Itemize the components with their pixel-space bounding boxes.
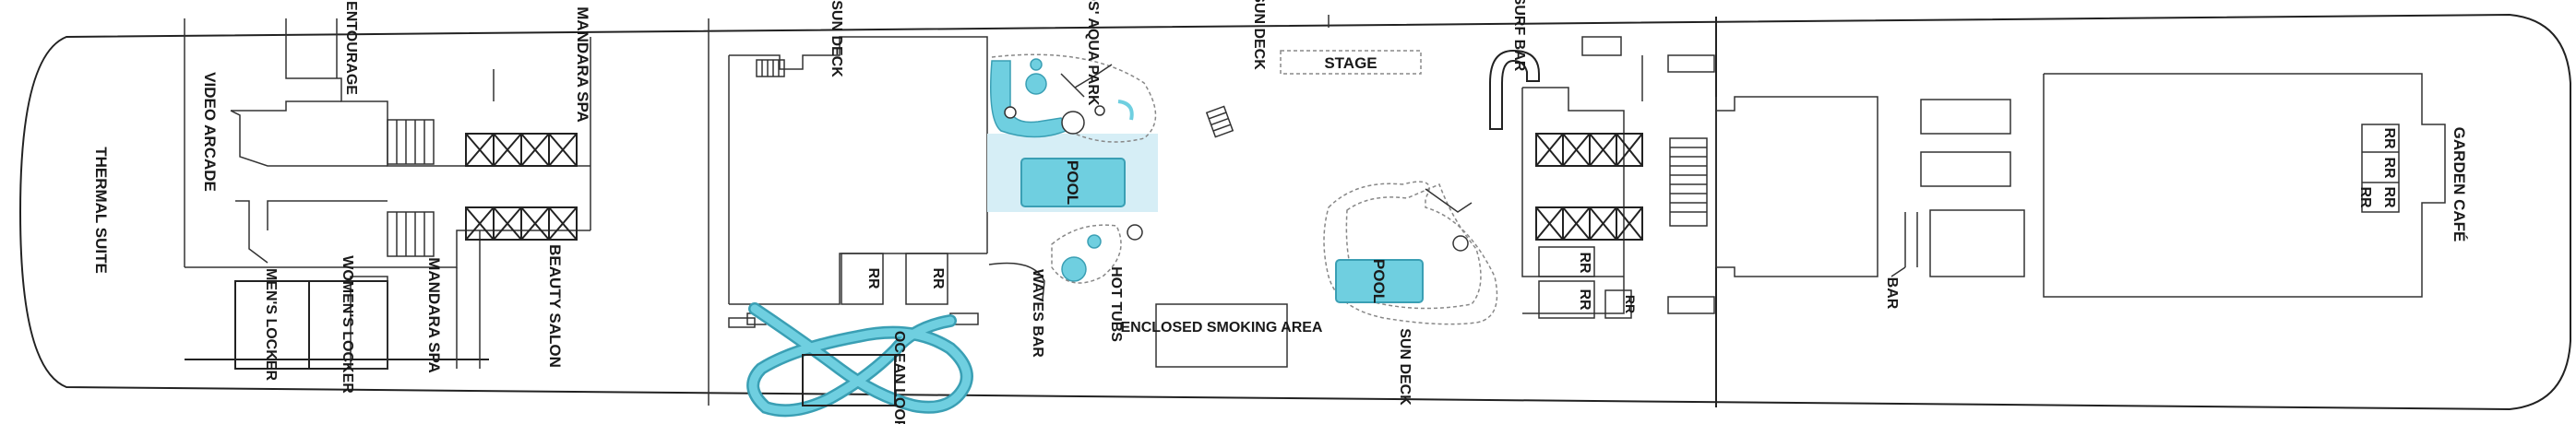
label-rr-5: RR (1623, 295, 1638, 313)
label-kids-aqua-park: KIDS' AQUA PARK (1085, 0, 1101, 106)
label-rr-6: RR (2381, 127, 2397, 149)
label-garden-cafe: GARDEN CAFÉ (2451, 127, 2468, 242)
aqua-park-boundary (991, 53, 1157, 143)
label-video-arcade: VIDEO ARCADE (201, 72, 219, 192)
locker-rooms (234, 280, 388, 370)
label-sun-deck-mid: SUN DECK (1251, 0, 1267, 70)
kids-aqua-park-slide (990, 60, 1072, 138)
label-rr-4: RR (1577, 289, 1592, 311)
elevators-spa-lower (465, 206, 578, 241)
label-ocean-loops: OCEAN LOOPS (891, 331, 907, 424)
stairs-spa-lower (387, 211, 435, 257)
label-mandara-spa-top: MANDARA SPA (574, 6, 591, 123)
label-thermal-suite: THERMAL SUITE (92, 147, 110, 274)
ocean-loops-slide (746, 302, 973, 418)
enclosed-smoking-area-box (1155, 303, 1288, 368)
elevators-surf-upper (1535, 133, 1643, 167)
label-surf-bar: SURF BAR (1511, 0, 1527, 72)
label-rr-9: RR (2357, 186, 2373, 208)
stairs-spa-upper (387, 119, 435, 165)
label-mens-locker: MEN'S LOCKER (263, 268, 279, 381)
pool-left (1020, 158, 1126, 207)
label-hot-tubs: HOT TUBS (1108, 266, 1124, 342)
labels: THERMAL SUITE VIDEO ARCADE ENTOURAGE MAN… (92, 0, 2468, 424)
spa-area (184, 18, 591, 370)
label-stage: STAGE (1324, 54, 1377, 72)
label-rr-2: RR (930, 267, 946, 289)
label-enclosed-smoking-area: ENCLOSED SMOKING AREA (1121, 320, 1323, 336)
water-features-left (746, 53, 1158, 418)
label-rr-8: RR (2381, 186, 2397, 208)
garden-cafe-structure (1669, 73, 2446, 298)
pool-right (1335, 259, 1424, 303)
label-pool-right: POOL (1370, 259, 1388, 303)
surf-bar-structure (1489, 36, 1715, 319)
elevators-surf-lower (1535, 206, 1643, 241)
hot-tub-small-icon (1087, 234, 1102, 249)
restroom-block-b (905, 253, 948, 305)
label-rr-7: RR (2381, 157, 2397, 179)
label-pool-left: POOL (1064, 160, 1081, 205)
hull-outline (18, 13, 2571, 411)
label-rr-3: RR (1577, 252, 1592, 274)
label-mandara-spa-bottom: MANDARA SPA (425, 257, 443, 373)
stairs-right (1669, 137, 1708, 227)
label-rr-1: RR (865, 267, 881, 289)
stage-area (1280, 50, 1422, 75)
label-entourage: ENTOURAGE (343, 1, 359, 95)
stairs-pool-deck (756, 59, 785, 77)
label-waves-bar: WAVES BAR (1030, 269, 1045, 358)
label-beauty-salon: BEAUTY SALON (546, 244, 564, 368)
pool-right-boundary (1323, 181, 1498, 325)
restroom-block-a (841, 253, 884, 305)
elevators-spa-upper (465, 133, 578, 167)
label-womens-locker: WOMEN'S LOCKER (340, 255, 355, 394)
middle-deck (1155, 50, 1498, 368)
label-sun-deck-bottom: SUN DECK (1397, 328, 1413, 406)
pool-deck-structure (728, 36, 988, 328)
hot-tub-icon (1061, 256, 1087, 282)
label-sun-deck-left: SUN DECK (829, 0, 844, 77)
label-bar: BAR (1884, 277, 1900, 310)
stairs-mid (1205, 105, 1234, 138)
